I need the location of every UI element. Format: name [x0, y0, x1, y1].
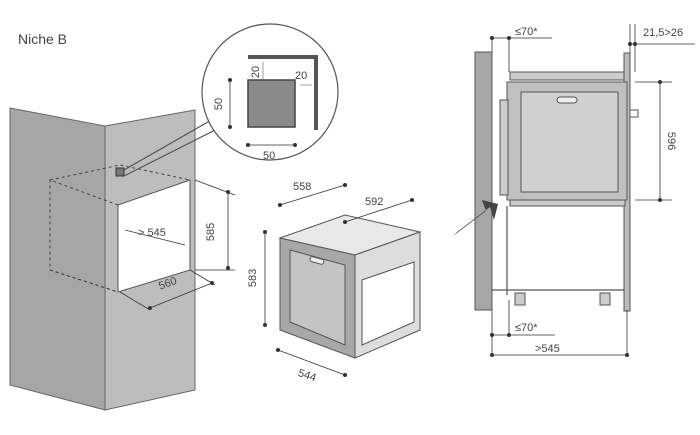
oven-height-side-label: 596: [665, 132, 677, 150]
gap-top-label: 20: [250, 66, 262, 78]
oven-depth-label: 558: [293, 181, 311, 193]
niche-depth-label: > 545: [138, 227, 166, 239]
oven-height-label: 583: [247, 269, 259, 287]
oven-illustration: [278, 214, 422, 359]
panel-thickness-label: 21,5>26: [643, 27, 683, 39]
niche-dimensions: > 545 585 560: [119, 179, 236, 311]
side-view: [453, 51, 639, 312]
oven-front-width-label: 544: [296, 367, 317, 384]
gap-side-label: 20: [295, 70, 307, 82]
vent-detail-callout: 20 20 50 50: [201, 23, 339, 162]
niche-cabinet: [9, 107, 226, 411]
side-view-dimensions: ≤70* 21,5>26 596 ≤70* >545: [490, 24, 695, 357]
hole-width-label: 50: [263, 150, 275, 162]
oven-dimensions: 558 592 583 544: [247, 181, 414, 384]
hole-height-label: 50: [213, 98, 225, 110]
bottom-gap-label: ≤70*: [515, 322, 538, 334]
min-depth-label: >545: [535, 343, 560, 355]
niche-height-label: 585: [205, 223, 217, 241]
oven-width-label: 592: [365, 196, 383, 208]
arrow-icon: [453, 200, 498, 236]
top-gap-label: ≤70*: [515, 26, 538, 38]
diagram-title: Niche B: [18, 31, 67, 47]
niche-width-label: 560: [157, 275, 178, 293]
